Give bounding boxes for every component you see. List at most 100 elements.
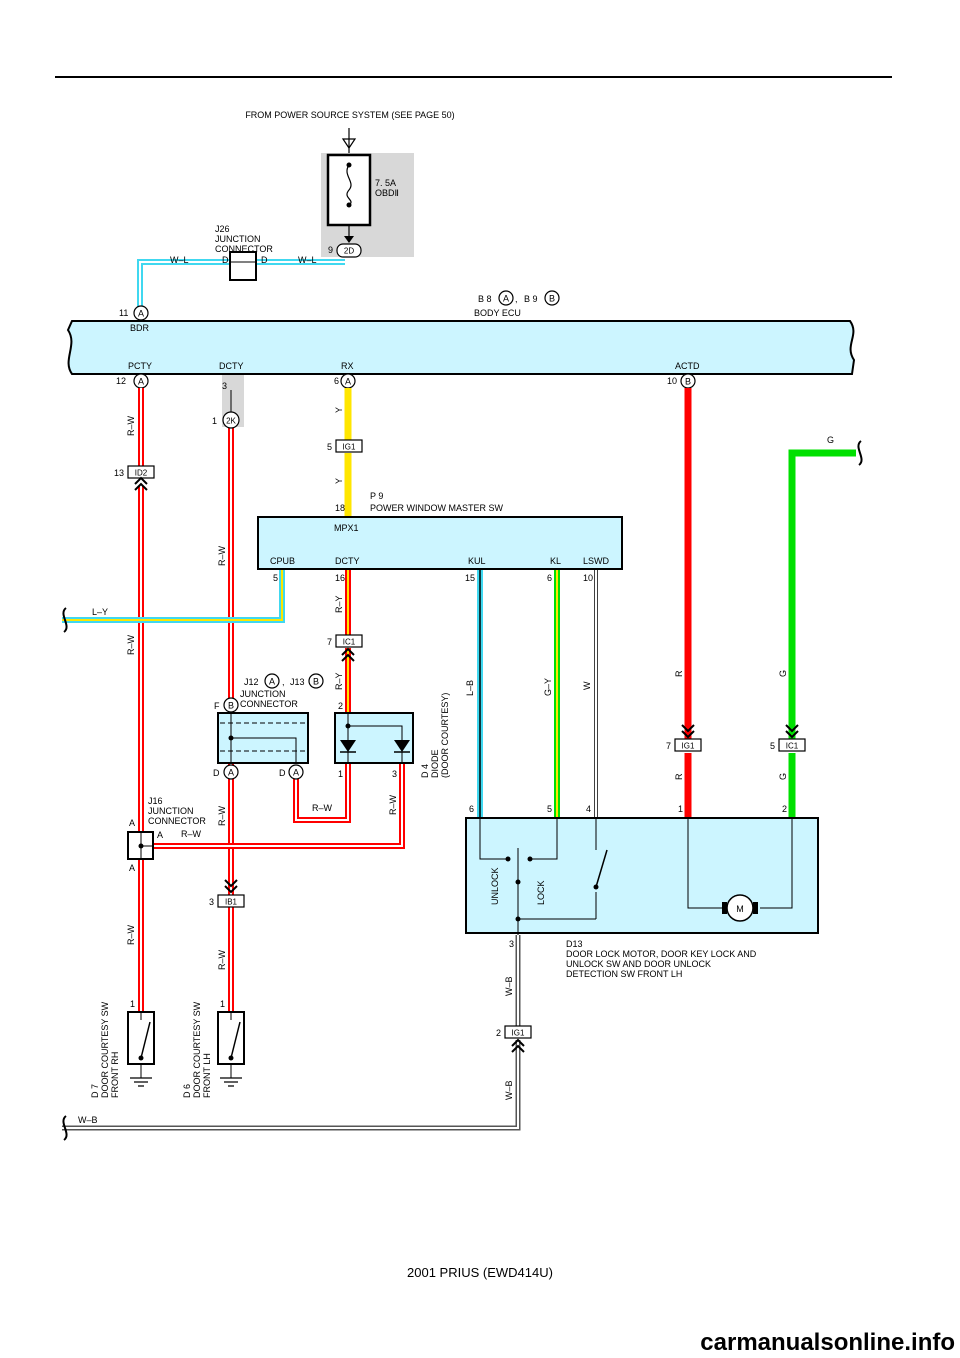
wire-g	[788, 449, 856, 818]
svg-text:1: 1	[338, 769, 343, 779]
svg-text:A: A	[503, 294, 509, 304]
svg-text:KL: KL	[550, 556, 561, 566]
svg-text:CPUB: CPUB	[270, 556, 295, 566]
connector-ic1-b	[778, 738, 806, 752]
ground-icon-d6	[220, 1077, 242, 1087]
connector-ig1-b	[674, 738, 702, 752]
svg-text:ID2: ID2	[135, 469, 148, 478]
svg-text:3: 3	[509, 939, 514, 949]
svg-text:7: 7	[666, 741, 671, 751]
ig1-c-chevron-icon	[511, 1038, 525, 1053]
ground-icon-d7	[130, 1077, 152, 1087]
svg-text:D: D	[222, 255, 229, 265]
label-rw-6: R–W	[217, 949, 227, 970]
svg-text:A: A	[269, 677, 275, 687]
d4-id: D 4	[420, 764, 430, 778]
svg-text:D: D	[261, 255, 268, 265]
d7-id: D 7	[90, 1084, 100, 1098]
label-rw-7: R–W	[181, 829, 202, 839]
fuse-icon	[346, 164, 352, 206]
connector-ic1-a	[335, 634, 363, 648]
fuse-pin: 9	[328, 245, 333, 255]
svg-text:DETECTION SW FRONT LH: DETECTION SW FRONT LH	[566, 969, 682, 979]
fuse-rating: 7. 5A	[375, 178, 396, 188]
svg-text:D: D	[213, 768, 220, 778]
label-rw-3: R–W	[126, 924, 136, 945]
svg-text:A: A	[157, 830, 163, 840]
svg-text:,: ,	[282, 677, 285, 687]
label-gy: G–Y	[543, 678, 553, 696]
ecu-pcty: PCTY	[128, 361, 152, 371]
connector-2d	[336, 243, 362, 258]
j16-id: J16	[148, 796, 163, 806]
break-wb	[62, 1115, 68, 1141]
d6-id: D 6	[182, 1084, 192, 1098]
svg-text:3: 3	[392, 769, 397, 779]
svg-text:J13: J13	[290, 677, 305, 687]
connector-2k	[222, 411, 240, 429]
svg-text:A: A	[228, 768, 234, 778]
lswd-switch-icon	[595, 849, 608, 888]
svg-text:UNLOCK SW AND DOOR UNLOCK: UNLOCK SW AND DOOR UNLOCK	[566, 959, 711, 969]
j26-id: J26	[215, 224, 230, 234]
label-r-1: R	[674, 670, 684, 677]
svg-text:13: 13	[114, 468, 124, 478]
label-wb-1: W–B	[504, 976, 514, 996]
svg-text:M: M	[736, 904, 744, 914]
label-y-1: Y	[334, 407, 344, 413]
connector-ib1	[217, 894, 245, 908]
power-arrow-icon	[341, 138, 357, 150]
j26-connector	[229, 251, 257, 281]
label-wb-2: W–B	[504, 1080, 514, 1100]
svg-text:A: A	[138, 309, 144, 319]
svg-text:1: 1	[678, 804, 683, 814]
svg-text:KUL: KUL	[468, 556, 486, 566]
label-lb: L–B	[465, 680, 475, 696]
power-window-master-sw	[257, 516, 623, 570]
svg-text:6: 6	[469, 804, 474, 814]
svg-text:5: 5	[547, 804, 552, 814]
break-g	[857, 440, 863, 466]
label-rw-1: R–W	[126, 415, 136, 436]
label-g-3: G	[778, 773, 788, 780]
svg-text:DCTY: DCTY	[335, 556, 360, 566]
ecu-title2: B 9	[524, 294, 538, 304]
d13-id: D13	[566, 939, 583, 949]
svg-text:A: A	[293, 768, 299, 778]
ecu-title1: B 8	[478, 294, 492, 304]
svg-text:A: A	[129, 818, 135, 828]
connector-ig1-a	[335, 439, 363, 453]
label-g-2: G	[778, 670, 788, 677]
label-rw-2: R–W	[126, 634, 136, 655]
svg-text:B: B	[685, 377, 691, 387]
ic1-chevron-icon	[341, 647, 355, 662]
diode-d4	[334, 712, 414, 764]
svg-text:DIODE: DIODE	[430, 749, 440, 778]
d13-lock: LOCK	[536, 880, 546, 905]
svg-text:CONNECTOR: CONNECTOR	[240, 699, 298, 709]
ig1-b-chevron-icon	[681, 724, 695, 739]
break-ly	[62, 607, 68, 633]
label-ry-1: R–Y	[334, 595, 344, 613]
svg-text:5: 5	[273, 573, 278, 583]
diode-1-icon	[340, 740, 356, 752]
svg-text:JUNCTION: JUNCTION	[215, 234, 261, 244]
svg-text:2D: 2D	[344, 247, 354, 256]
svg-text:JUNCTION: JUNCTION	[240, 689, 286, 699]
svg-text:6: 6	[334, 376, 339, 386]
ecu-actd: ACTD	[675, 361, 700, 371]
body-ecu-box	[66, 320, 856, 375]
label-ly: L–Y	[92, 607, 108, 617]
svg-text:DOOR COURTESY SW: DOOR COURTESY SW	[100, 1001, 110, 1098]
svg-text:DOOR COURTESY SW: DOOR COURTESY SW	[192, 1001, 202, 1098]
svg-text:18: 18	[335, 503, 345, 513]
ic1-b-chevron-icon	[785, 724, 799, 739]
d13-unlock: UNLOCK	[490, 867, 500, 905]
svg-text:FRONT LH: FRONT LH	[202, 1053, 212, 1098]
ecu-dcty: DCTY	[219, 361, 244, 371]
svg-text:3: 3	[222, 381, 227, 391]
svg-text:F: F	[214, 701, 220, 711]
label-wb-3: W–B	[78, 1115, 98, 1125]
ecu-rx: RX	[341, 361, 354, 371]
svg-text:16: 16	[335, 573, 345, 583]
